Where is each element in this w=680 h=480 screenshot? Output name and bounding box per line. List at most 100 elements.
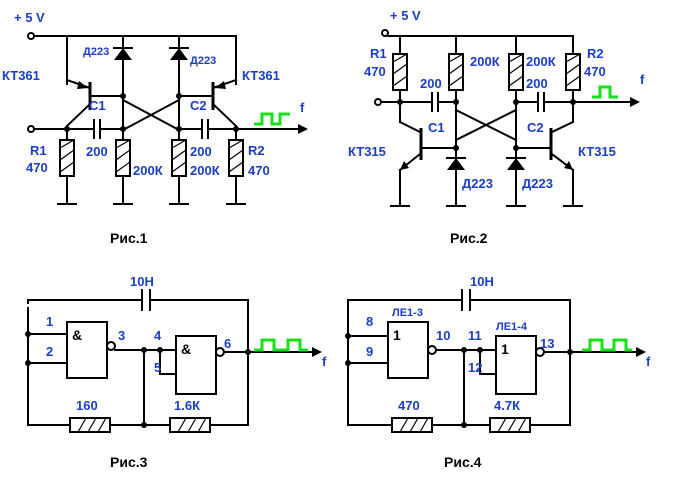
fig1-rb1-value: 200К <box>133 163 163 178</box>
fig2-rb1-resistor <box>448 35 464 149</box>
fig1-c2-value: 200 <box>190 144 212 159</box>
fig4-pulse-icon <box>582 338 632 352</box>
fig4-caption: Рис.4 <box>444 454 482 470</box>
fig4-output-label: f <box>646 354 651 369</box>
fig4-output-arrow <box>636 347 646 357</box>
fig1-c2-label: C2 <box>190 98 207 113</box>
fig2-r2-resistor <box>565 35 581 123</box>
fig2-c2-label: C2 <box>527 120 544 135</box>
figure-2: + 5 V R1 470 200К 200К <box>348 8 645 246</box>
fig1-q1-transistor <box>65 78 109 128</box>
fig1-d1-label: Д223 <box>83 46 109 58</box>
fig1-caption: Рис.1 <box>110 230 148 246</box>
fig4-capacitor <box>461 289 471 311</box>
fig2-r2-value: 470 <box>584 64 606 79</box>
fig2-q2-label: КТ315 <box>578 144 616 159</box>
svg-text:&: & <box>181 341 191 357</box>
fig2-pulse-icon <box>592 85 618 99</box>
fig3-r1-resistor <box>69 417 111 433</box>
fig4-pin-11: 11 <box>468 328 482 343</box>
svg-text:1: 1 <box>501 341 509 357</box>
fig3-left-bus <box>27 307 71 426</box>
fig3-output-label: f <box>322 354 327 369</box>
fig3-gate2: & <box>175 335 225 395</box>
fig2-r1-label: R1 <box>370 46 387 61</box>
fig2-supply-terminal <box>381 29 389 37</box>
fig3-r2-resistor <box>169 417 211 433</box>
fig4-pin-10: 10 <box>436 328 450 343</box>
fig1-q2-transistor <box>194 78 238 128</box>
fig2-r1-resistor <box>392 35 408 123</box>
fig3-r1-value: 160 <box>76 398 98 413</box>
fig1-r2-resistor <box>226 139 246 205</box>
fig1-d2-diode <box>169 47 189 97</box>
fig1-r1-label: R1 <box>30 143 47 158</box>
fig2-r2-label: R2 <box>587 46 604 61</box>
fig1-r1-resistor <box>57 139 77 205</box>
fig4-left-bus <box>347 299 393 426</box>
fig4-cap-value: 10Н <box>470 274 494 289</box>
fig2-supply-label: + 5 V <box>390 8 421 23</box>
fig2-rb1-value: 200К <box>470 54 500 69</box>
fig1-cross-wire-b <box>121 98 181 132</box>
fig1-r1-value: 470 <box>26 160 48 175</box>
fig4-pin-8: 8 <box>366 314 373 329</box>
fig3-output-arrow <box>312 347 322 357</box>
fig2-c1-value: 200 <box>420 76 442 91</box>
fig4-pin-12: 12 <box>468 360 482 375</box>
fig1-q2-label: КТ361 <box>242 68 280 83</box>
fig2-output-arrow <box>630 97 640 107</box>
fig3-pin-4: 4 <box>154 328 162 343</box>
fig2-r1-value: 470 <box>364 64 386 79</box>
fig2-caption: Рис.2 <box>450 230 488 246</box>
fig2-q2-transistor <box>515 120 583 207</box>
svg-text:1: 1 <box>393 327 401 343</box>
fig4-r2-value: 4.7К <box>494 398 520 413</box>
fig2-q1-transistor <box>390 101 457 207</box>
fig1-pulse-icon <box>254 112 290 126</box>
fig3-gate1: & <box>66 321 116 379</box>
fig1-d1-diode <box>113 47 133 97</box>
fig4-gate1: 1 <box>387 321 437 379</box>
fig1-r2-label: R2 <box>248 143 265 158</box>
fig1-supply-rail <box>33 35 237 85</box>
fig3-caption: Рис.3 <box>110 454 148 470</box>
fig3-capacitor <box>141 289 151 311</box>
fig4-gate2: 1 <box>495 335 545 395</box>
fig1-c1-label: C1 <box>89 98 106 113</box>
fig3-pulse-icon <box>254 338 308 352</box>
fig3-pin-1: 1 <box>46 314 53 329</box>
fig4-gate2-label: ЛЕ1-4 <box>496 321 528 333</box>
fig2-rb2-resistor <box>508 35 524 149</box>
fig3-pin-2: 2 <box>46 344 53 359</box>
fig1-c1-value: 200 <box>86 144 108 159</box>
figure-1: + 5 V КТ361 КТ361 Д223 <box>2 10 308 246</box>
fig1-r2-value: 470 <box>248 163 270 178</box>
fig4-pin-13: 13 <box>540 336 554 351</box>
fig2-output-label: f <box>640 72 645 87</box>
svg-text:&: & <box>72 327 82 343</box>
fig3-cap-value: 10Н <box>130 274 154 289</box>
fig3-pin-6: 6 <box>224 336 231 351</box>
fig2-d1-label: Д223 <box>462 176 493 191</box>
fig1-output-arrow <box>298 124 308 134</box>
fig1-rb2-resistor <box>169 139 189 205</box>
fig1-rb1-resistor <box>113 139 133 205</box>
fig2-rb2-value: 200К <box>526 54 556 69</box>
fig2-c1-label: C1 <box>428 120 445 135</box>
fig3-pin-5: 5 <box>154 360 161 375</box>
fig2-c2-value: 200 <box>526 76 548 91</box>
fig4-r1-value: 470 <box>398 398 420 413</box>
fig2-d2-diode <box>506 147 526 207</box>
fig1-output-label: f <box>300 100 305 115</box>
fig4-gate1-label: ЛЕ1-3 <box>392 307 423 319</box>
fig2-d1-diode <box>446 147 466 207</box>
fig2-q1-label: КТ315 <box>348 144 386 159</box>
fig3-r2-value: 1.6К <box>174 398 200 413</box>
fig4-r2-resistor <box>489 417 531 433</box>
figure-4: 10Н ЛЕ1-3 1 8 9 10 11 12 ЛЕ1-4 1 13 <box>345 274 651 470</box>
fig2-d2-label: Д223 <box>522 176 553 191</box>
fig1-base1-node <box>107 95 124 141</box>
